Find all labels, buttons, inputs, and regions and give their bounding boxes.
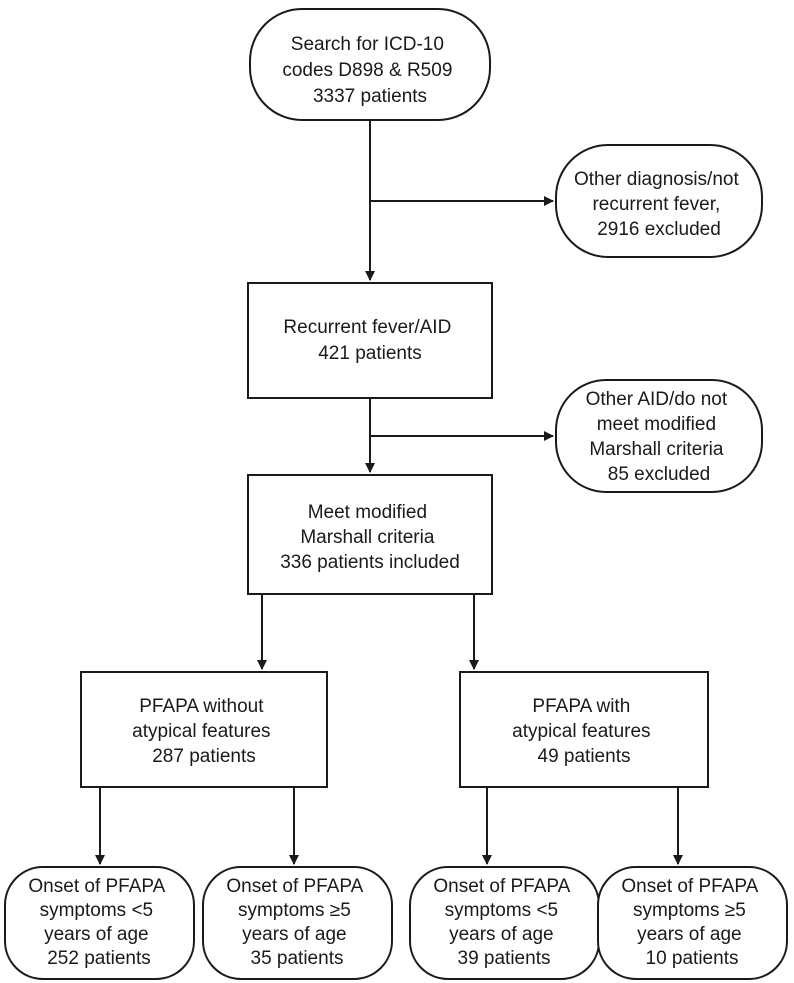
onset-2-count: 35 patients	[251, 948, 344, 969]
excluded-1-count: 2916 excluded	[597, 219, 721, 240]
with-line-2: atypical features	[512, 721, 650, 742]
onset-3-count: 39 patients	[458, 948, 551, 969]
excluded-node-2	[555, 379, 763, 493]
search-line-2: codes D898 & R509	[282, 60, 452, 81]
onset-2-line-2: symptoms ≥5	[238, 900, 351, 921]
with-line-1: PFAPA with	[532, 696, 630, 717]
onset-node-2	[202, 866, 393, 980]
without-count: 287 patients	[152, 746, 256, 767]
without-atypical-label: PFAPA without atypical features 287 pati…	[132, 696, 276, 767]
onset-4-count: 10 patients	[646, 948, 739, 969]
with-atypical-node	[459, 671, 709, 788]
connectors	[95, 120, 683, 865]
included-node	[247, 474, 493, 595]
onset-1-line-1: Onset of PFAPA	[28, 876, 165, 897]
included-label: Meet modified Marshall criteria 336 pati…	[280, 502, 460, 573]
excluded-node-1	[555, 144, 763, 258]
onset-1-line-3: years of age	[44, 924, 149, 945]
onset-2-line-3: years of age	[242, 924, 347, 945]
with-atypical-label: PFAPA with atypical features 49 patients	[512, 696, 656, 767]
onset-3-label: Onset of PFAPA symptoms <5 years of age …	[433, 876, 574, 969]
onset-2-line-1: Onset of PFAPA	[226, 876, 363, 897]
onset-4-line-1: Onset of PFAPA	[621, 876, 758, 897]
onset-4-line-3: years of age	[637, 924, 742, 945]
excluded-2-line-3: Marshall criteria	[589, 439, 724, 460]
search-node-label: Search for ICD-10 codes D898 & R509 3337…	[282, 34, 457, 107]
onset-3-line-3: years of age	[449, 924, 554, 945]
onset-2-label: Onset of PFAPA symptoms ≥5 years of age …	[226, 876, 367, 969]
excluded-2-label: Other AID/do not meet modified Marshall …	[586, 389, 733, 485]
included-line-2: Marshall criteria	[300, 527, 435, 548]
onset-3-line-1: Onset of PFAPA	[433, 876, 570, 897]
excluded-1-line-1: Other diagnosis/not	[574, 169, 739, 190]
excluded-2-count: 85 excluded	[608, 464, 710, 485]
labels: Search for ICD-10 codes D898 & R509 3337…	[28, 34, 762, 969]
included-count: 336 patients included	[280, 552, 460, 573]
recurrent-line-1: Recurrent fever/AID	[283, 317, 451, 338]
onset-node-4	[597, 866, 788, 980]
search-count: 3337 patients	[313, 86, 427, 107]
onset-1-line-2: symptoms <5	[40, 900, 154, 921]
excluded-1-label: Other diagnosis/not recurrent fever, 291…	[574, 169, 744, 240]
recurrent-count: 421 patients	[318, 343, 422, 364]
recurrent-label: Recurrent fever/AID 421 patients	[283, 317, 456, 364]
search-line-1: Search for ICD-10	[291, 34, 444, 55]
onset-3-line-2: symptoms <5	[445, 900, 559, 921]
excluded-1-line-2: recurrent fever,	[592, 194, 720, 215]
nodes	[4, 8, 788, 980]
without-atypical-node	[80, 671, 328, 788]
recurrent-node	[247, 282, 493, 399]
onset-node-1	[4, 866, 195, 980]
search-node	[249, 8, 491, 121]
with-count: 49 patients	[538, 746, 631, 767]
without-line-1: PFAPA without	[139, 696, 264, 717]
excluded-2-line-1: Other AID/do not	[586, 389, 728, 410]
onset-1-count: 252 patients	[47, 948, 151, 969]
onset-4-label: Onset of PFAPA symptoms ≥5 years of age …	[621, 876, 762, 969]
onset-4-line-2: symptoms ≥5	[633, 900, 746, 921]
onset-1-label: Onset of PFAPA symptoms <5 years of age …	[28, 876, 169, 969]
without-line-2: atypical features	[132, 721, 270, 742]
excluded-2-line-2: meet modified	[597, 414, 716, 435]
included-line-1: Meet modified	[308, 502, 427, 523]
